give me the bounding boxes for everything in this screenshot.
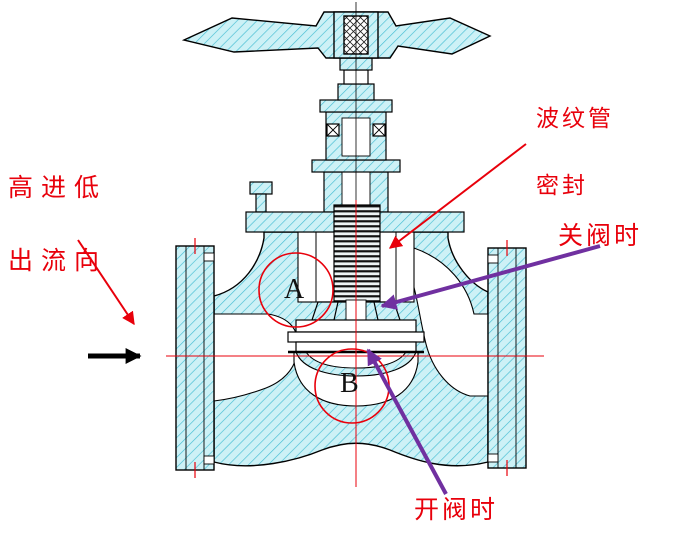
- flow-direction-line2: 出流向: [8, 246, 108, 275]
- centerlines: [166, 2, 544, 487]
- open-valve-arrow: [366, 348, 448, 495]
- close-valve-arrow: [380, 244, 601, 310]
- valve-opening-label: 开阀时: [414, 496, 499, 524]
- bellows-seal-label: 波纹管 密封: [536, 102, 614, 202]
- outlet-flange: [487, 247, 527, 469]
- outlet-passage: [411, 247, 489, 397]
- valve-closing-label: 关阀时: [558, 222, 643, 250]
- inlet-flange: [175, 245, 215, 471]
- bellows-label-arrow: [388, 143, 527, 249]
- flow-label-arrow: [77, 239, 135, 326]
- yoke-bolt-left: [326, 123, 340, 137]
- flow-direction-label: 高进低 出流向: [8, 170, 107, 279]
- bellows-seal-line1: 波纹管: [536, 105, 614, 131]
- point-b-label: B: [340, 368, 359, 399]
- gland-bolt-head: [249, 181, 273, 195]
- yoke-bolt-right: [372, 123, 386, 137]
- handwheel: [181, 11, 492, 59]
- bellows: [333, 204, 381, 303]
- flow-direction-line1: 高进低: [8, 174, 108, 202]
- gland-bolt-shank: [255, 193, 267, 213]
- bellows-seal-line2: 密封: [536, 171, 588, 198]
- inlet-bore: [213, 313, 299, 402]
- circle-a: [258, 252, 334, 328]
- point-a-label: A: [284, 274, 305, 305]
